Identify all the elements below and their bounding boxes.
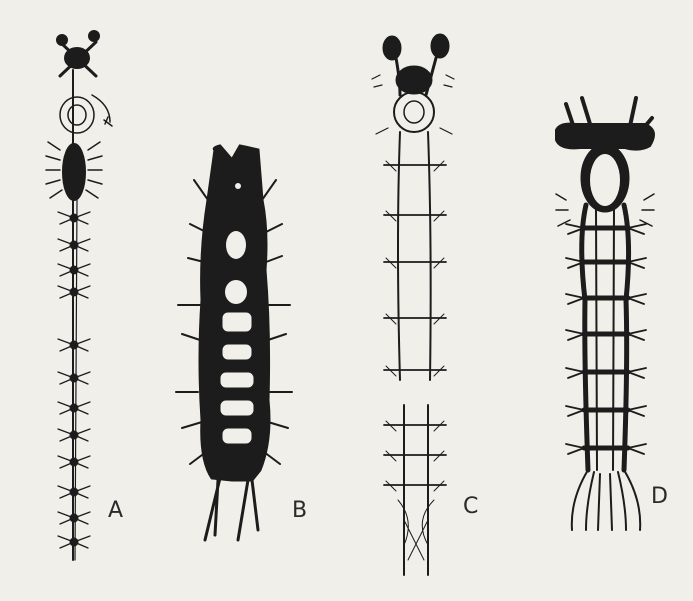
panel-b-label: B [292,498,307,523]
panel-a-label: A [108,498,123,523]
panel-c-label: C [463,494,478,519]
panel-d-label: D [651,484,668,509]
